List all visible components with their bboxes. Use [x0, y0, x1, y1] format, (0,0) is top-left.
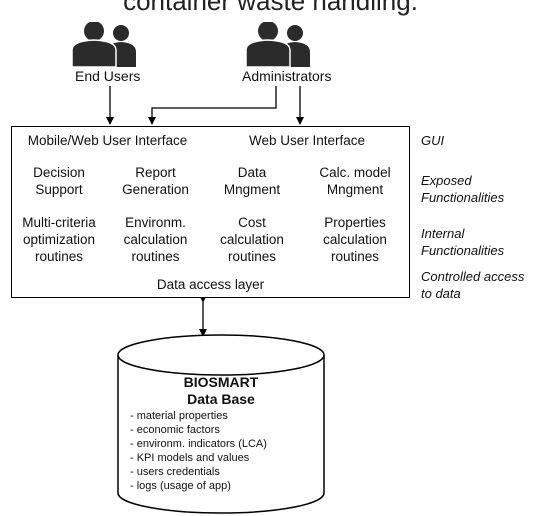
administrators-label: Administrators	[242, 68, 332, 84]
row-label-internal: Internal Functionalities	[421, 226, 505, 258]
database-item: - KPI models and values	[130, 452, 250, 464]
end-users-label: End Users	[75, 68, 141, 84]
administrators-icon	[245, 22, 310, 67]
exposed-cell-report-generation: Report Generation	[122, 165, 189, 197]
database-item: - material properties	[130, 410, 228, 422]
exposed-cell-decision-support: Decision Support	[33, 165, 85, 197]
row-label-gui: GUI	[421, 133, 445, 148]
database-item: - logs (usage of app)	[130, 480, 231, 492]
exposed-cell-calc-model: Calc. model Mngment	[319, 165, 391, 197]
database-title: BIOSMART Data Base	[183, 374, 259, 407]
row-label-exposed: Exposed Functionalities	[421, 173, 505, 205]
end-users-icon	[71, 22, 136, 67]
architecture-grid	[11, 126, 410, 298]
database-item: - economic factors	[130, 424, 220, 436]
page-title: container waste handling.	[123, 0, 418, 16]
database-item: - environm. indicators (LCA)	[130, 438, 267, 450]
database-item: - users credentials	[130, 466, 220, 478]
gui-cell-web: Web User Interface	[248, 132, 366, 148]
internal-cell-cost: Cost calculation routines	[220, 214, 284, 264]
database-cylinder	[117, 334, 325, 514]
admins-to-mobile-arrow	[148, 86, 277, 125]
internal-cell-properties: Properties calculation routines	[323, 214, 387, 264]
internal-cell-multicriteria: Multi-criteria optimization routines	[22, 214, 96, 264]
exposed-cell-data-mngment: Data Mngment	[223, 165, 281, 197]
internal-cell-environm: Environm. calculation routines	[123, 214, 188, 264]
gui-cell-mobile-web: Mobile/Web User Interface	[27, 132, 188, 148]
row-label-data-access: Controlled access to data	[421, 269, 525, 301]
data-access-layer: Data access layer	[156, 276, 265, 292]
